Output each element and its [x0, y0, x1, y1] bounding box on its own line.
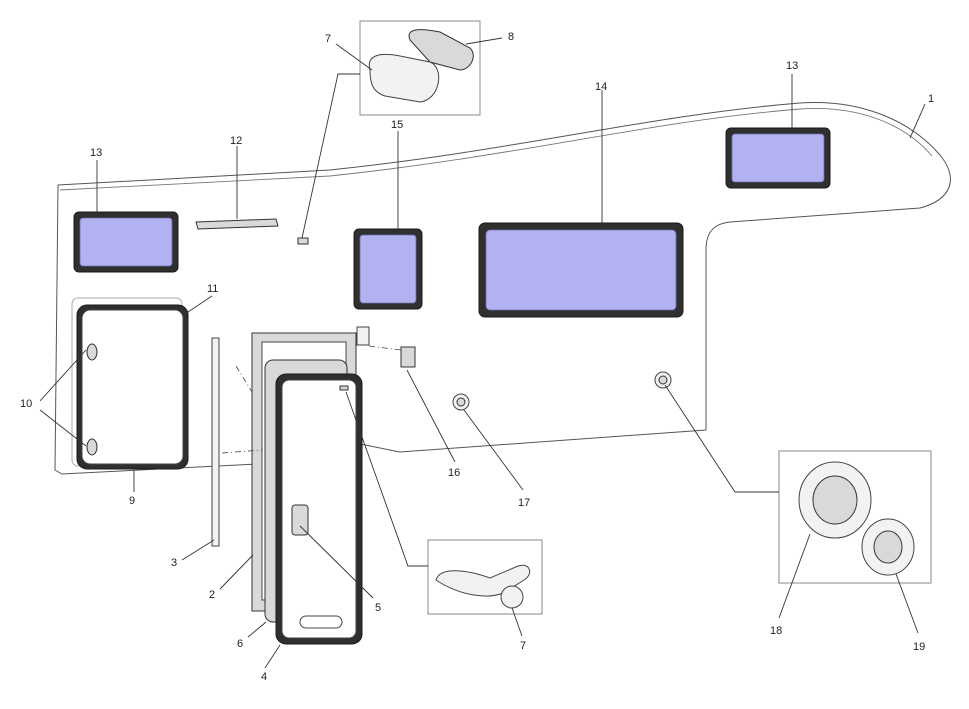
- leader-lines: [39, 37, 926, 669]
- callout-8: 8: [508, 31, 514, 43]
- callout-11: 11: [207, 283, 218, 295]
- callout-4: 4: [261, 671, 267, 683]
- window-13-right: [725, 127, 831, 189]
- callout-17: 17: [518, 497, 530, 509]
- door-seal-3: [211, 337, 220, 547]
- callout-labels: 1 2 3 4 5 6 7 7 8 9 10 11 12 13 13 14 15…: [20, 31, 934, 683]
- callout-5: 5: [375, 602, 381, 614]
- awning-light-12: [195, 218, 279, 230]
- wall-clip: [297, 237, 309, 245]
- window-14: [478, 222, 684, 318]
- callout-18: 18: [770, 625, 782, 637]
- callout-13-left: 13: [90, 147, 102, 159]
- callout-15: 15: [391, 119, 403, 131]
- callout-7-bottom: 7: [520, 640, 526, 652]
- callout-1: 1: [928, 93, 934, 105]
- callout-6: 6: [237, 638, 243, 650]
- callout-9: 9: [129, 495, 135, 507]
- plug-17: [452, 393, 470, 411]
- filler-socket-wall: [654, 371, 672, 389]
- callout-3: 3: [171, 557, 177, 569]
- window-13-left: [73, 211, 179, 273]
- inset-detail-7-door-holder: [427, 539, 543, 615]
- service-hatch-11: [71, 297, 189, 470]
- callout-16: 16: [448, 467, 460, 479]
- window-15: [353, 228, 423, 310]
- entry-door-4: [275, 373, 363, 645]
- inset-detail-18-19: [778, 450, 932, 584]
- callout-12: 12: [230, 135, 242, 147]
- callout-13-right: 13: [786, 60, 798, 72]
- callout-2: 2: [209, 589, 215, 601]
- callout-19: 19: [913, 641, 925, 653]
- callout-10: 10: [20, 398, 32, 410]
- inset-detail-7-8: [359, 20, 481, 116]
- callout-14: 14: [595, 81, 607, 93]
- callout-7-top: 7: [325, 33, 331, 45]
- switch-16: [356, 326, 416, 368]
